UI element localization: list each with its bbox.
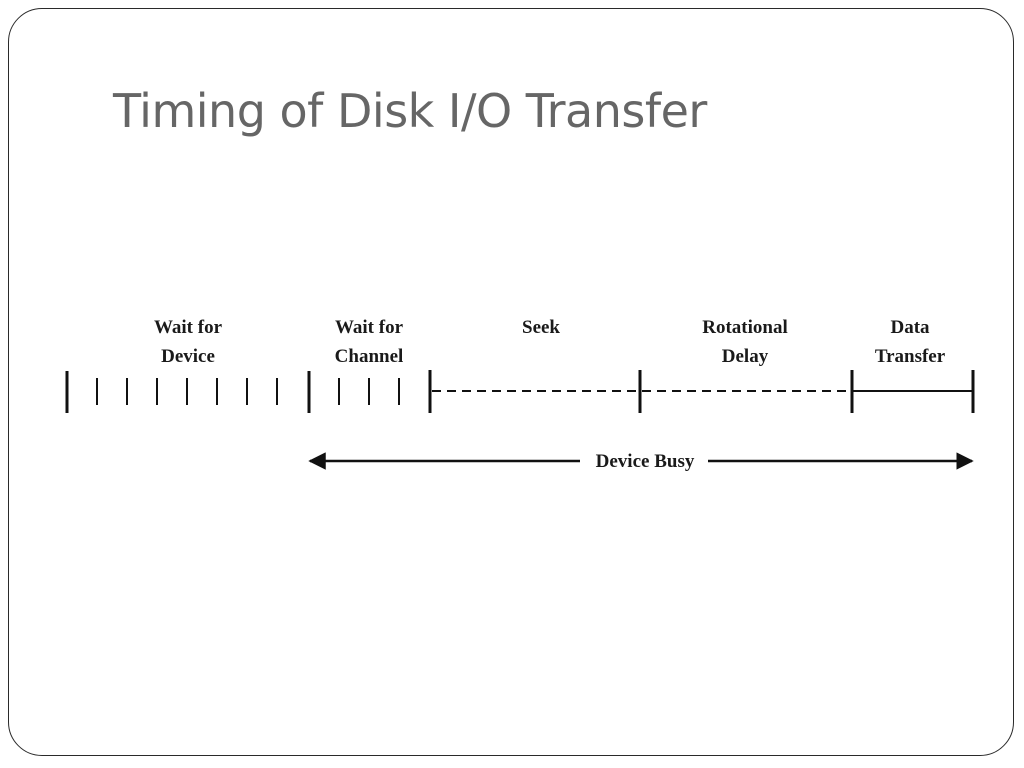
phase-wait-channel-label-2: Channel <box>335 346 404 367</box>
phase-rotational-delay-label-1: Rotational <box>702 317 788 338</box>
data-transfer-segment <box>850 370 975 413</box>
phase-seek-label: Seek <box>522 317 560 338</box>
phase-wait-device-label-1: Wait for <box>154 317 223 338</box>
slide-frame <box>8 8 1014 756</box>
seek-segment <box>428 370 640 413</box>
device-busy-label: Device Busy <box>596 451 695 472</box>
phase-wait-channel-label-1: Wait for <box>335 317 404 338</box>
phase-data-transfer-label-1: Data <box>890 317 930 338</box>
phase-rotational-delay-label-2: Delay <box>722 346 769 367</box>
wait-device-ticks <box>65 371 278 413</box>
slide-title: Timing of Disk I/O Transfer <box>113 84 707 138</box>
phase-labels: Wait for Device Wait for Channel Seek Ro… <box>154 317 946 367</box>
wait-channel-ticks <box>307 371 400 413</box>
rotational-delay-segment <box>638 370 852 413</box>
phase-data-transfer-label-2: Transfer <box>875 346 946 367</box>
phase-wait-device-label-2: Device <box>161 346 215 367</box>
